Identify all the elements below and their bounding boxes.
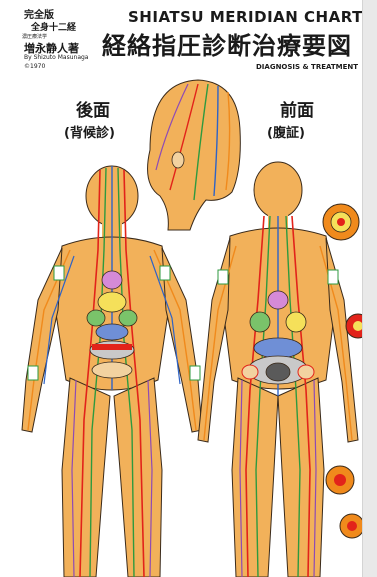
profile-head [148, 80, 241, 230]
front-view-sublabel: (腹証) [267, 122, 305, 141]
front-view-label: 前面 [280, 96, 314, 121]
back-view-label: 後面 [76, 96, 110, 121]
viewer-scrollbar[interactable] [362, 0, 377, 577]
back-view-sublabel: (背候診) [64, 122, 115, 141]
